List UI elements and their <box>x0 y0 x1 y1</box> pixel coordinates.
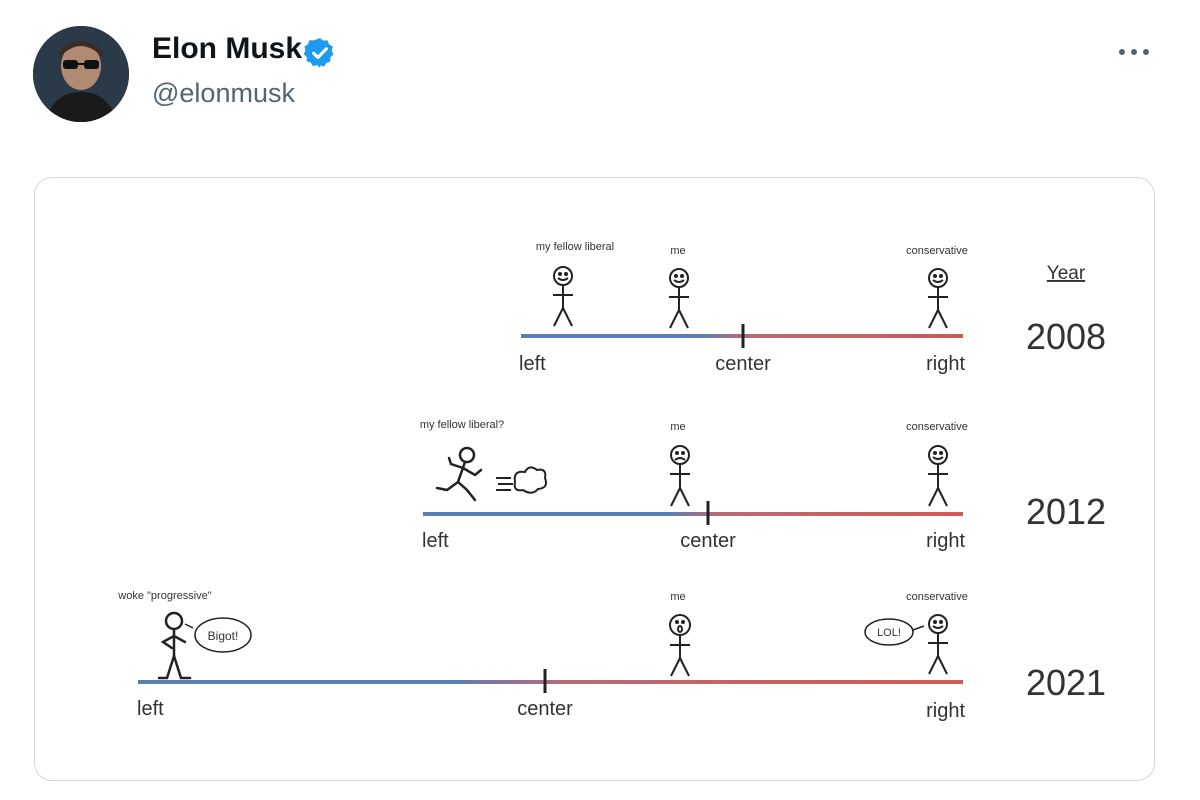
speech-bubble-bigot <box>194 617 252 653</box>
stick-figure-conservative-2012 <box>928 445 948 507</box>
row-2008: left center right 2008 my fellow liberal… <box>519 241 1106 375</box>
year-2008: 2008 <box>1026 316 1106 357</box>
stick-figure-conservative-2008 <box>928 268 948 329</box>
tweet-media-image[interactable]: Year left center right 2008 my fellow li… <box>34 177 1155 781</box>
right-label-2021: right <box>926 700 965 722</box>
speech-pointer-bigot <box>184 623 194 629</box>
right-label-2008: right <box>926 353 965 375</box>
verified-badge-icon <box>303 36 337 75</box>
center-label-2021: center <box>517 698 573 720</box>
figure-label-conservative-2021: conservative <box>906 591 968 603</box>
stick-figure-me-2012 <box>670 445 690 507</box>
speech-text-lol: LOL! <box>877 627 901 639</box>
row-2012: left center right 2012 my fellow liberal… <box>420 419 1106 552</box>
stick-figure-me-2021 <box>669 614 691 677</box>
center-label-2008: center <box>715 353 771 375</box>
right-label-2012: right <box>926 530 965 552</box>
figure-label-me-2012: me <box>670 421 685 433</box>
row-2021: left center right 2021 woke "progressive… <box>117 590 1106 722</box>
stick-figure-liberal-2008 <box>553 266 573 327</box>
political-spectrum-comic: Year left center right 2008 my fellow li… <box>117 241 1106 722</box>
speech-text-bigot: Bigot! <box>208 629 239 643</box>
stick-figure-progressive-2021 <box>157 611 192 680</box>
tweet-header: Elon Musk @elonmusk <box>0 0 1200 160</box>
figure-label-conservative-2012: conservative <box>906 421 968 433</box>
running-figure-liberal-2012 <box>435 446 483 502</box>
speech-pointer-lol <box>912 625 925 631</box>
year-header: Year <box>1047 263 1086 284</box>
figure-label-me-2021: me <box>670 591 685 603</box>
more-options-icon[interactable] <box>1114 42 1154 62</box>
left-label-2012: left <box>422 530 449 552</box>
display-name[interactable]: Elon Musk <box>152 32 303 65</box>
center-label-2012: center <box>680 530 736 552</box>
year-2012: 2012 <box>1026 491 1106 532</box>
speech-bubble-lol <box>864 618 914 646</box>
avatar-photo <box>33 26 129 122</box>
figure-label-liberal-2012: my fellow liberal? <box>420 419 504 431</box>
figure-label-progressive-2021: woke "progressive" <box>117 590 211 602</box>
avatar[interactable] <box>33 26 129 122</box>
dust-cloud-icon <box>496 466 548 494</box>
figure-label-liberal-2008: my fellow liberal <box>536 241 614 253</box>
handle[interactable]: @elonmusk <box>152 78 295 108</box>
year-2021: 2021 <box>1026 662 1106 703</box>
stick-figure-me-2008 <box>669 268 689 329</box>
figure-label-me-2008: me <box>670 245 685 257</box>
stick-figure-conservative-2021 <box>928 614 948 675</box>
left-label-2021: left <box>137 698 164 720</box>
left-label-2008: left <box>519 353 546 375</box>
figure-label-conservative-2008: conservative <box>906 245 968 257</box>
